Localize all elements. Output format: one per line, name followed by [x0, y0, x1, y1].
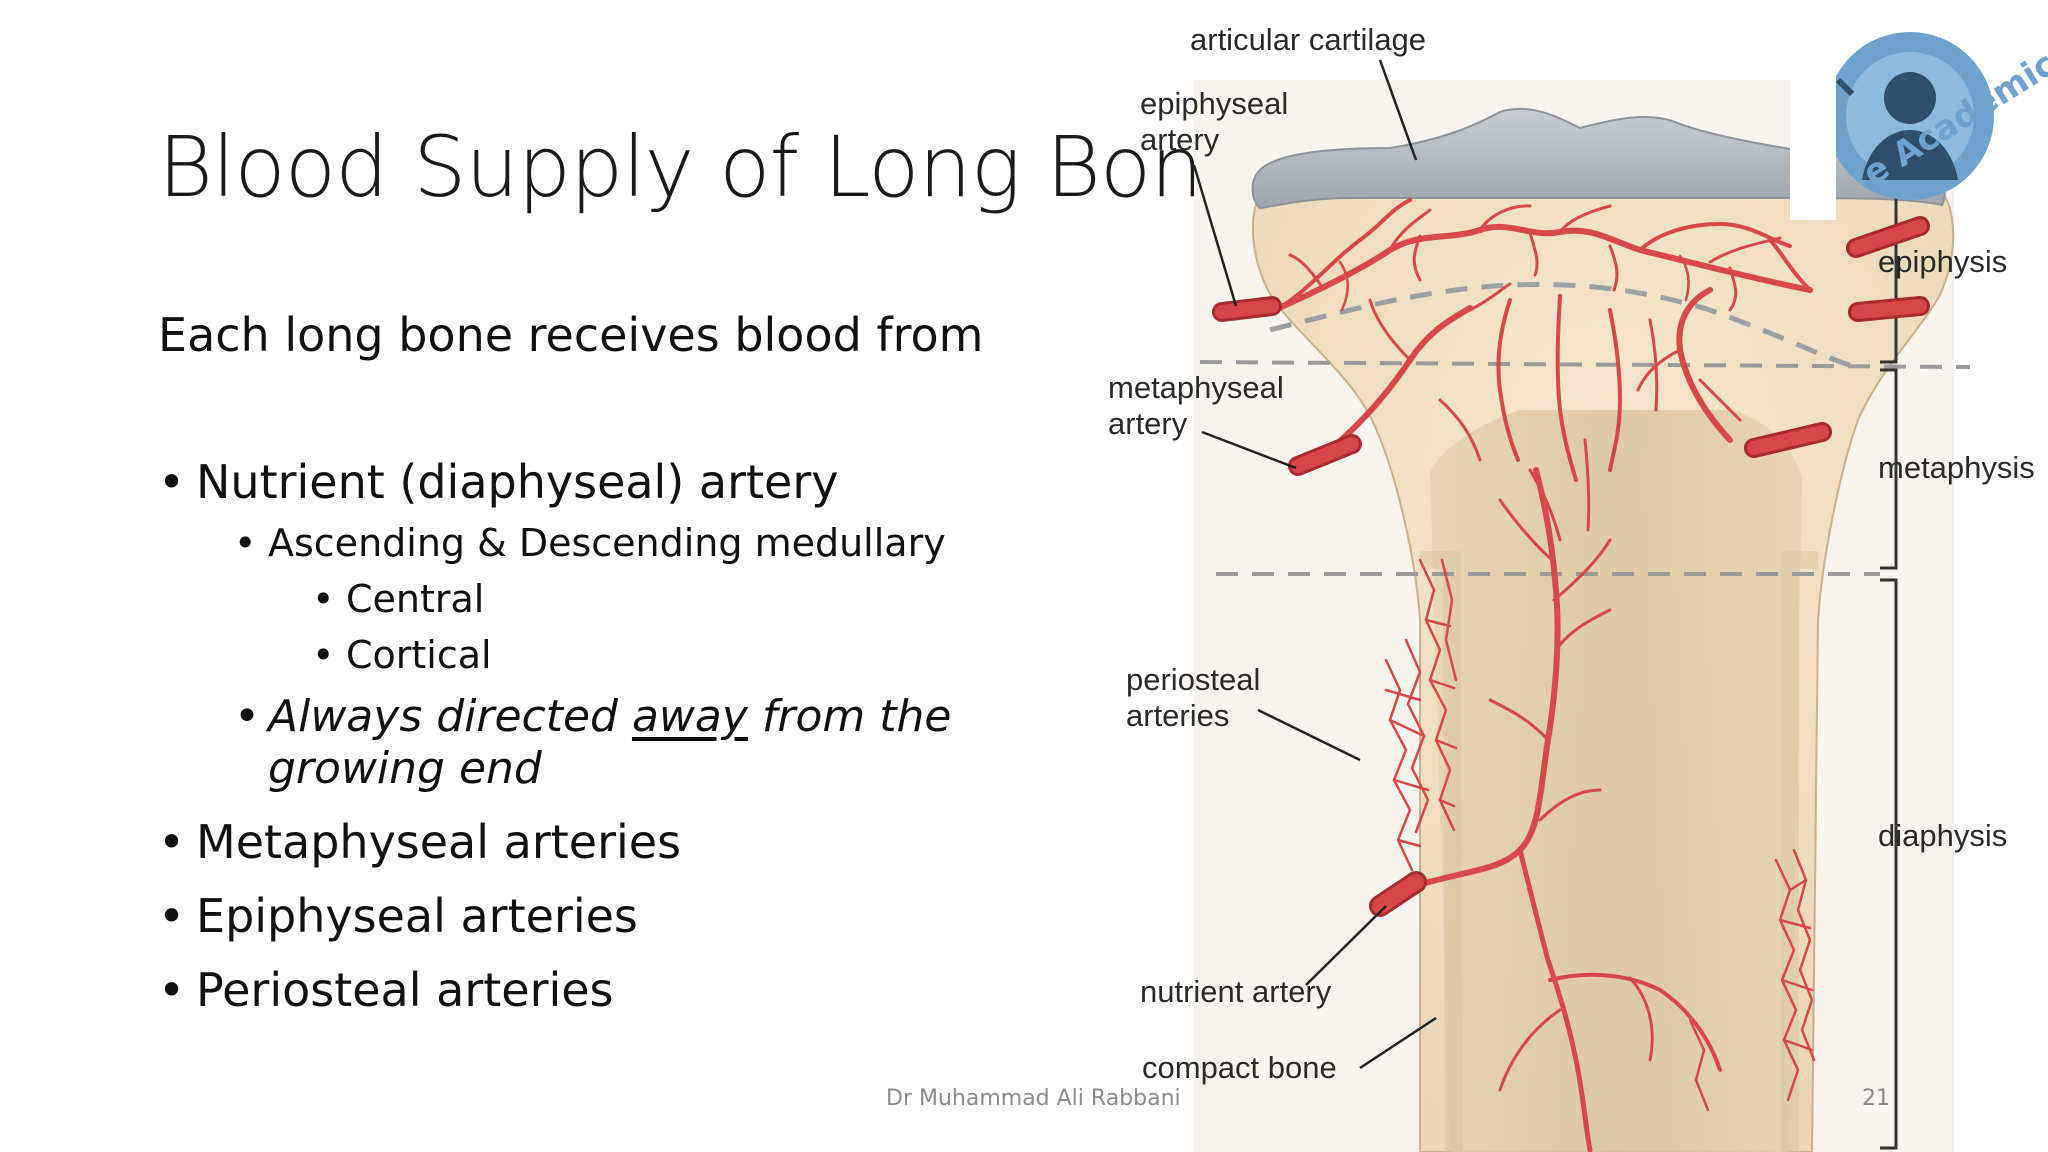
epiphyseal-vessels [1267, 198, 1813, 315]
nutrient-artery-vessels [1415, 467, 1722, 1152]
bullet-ascending-descending: • Ascending & Descending medullary [234, 521, 946, 565]
bullet-text: Periosteal arteries [196, 963, 614, 1017]
bullet-text: Ascending & Descending medullary [268, 521, 946, 565]
bracket-metaphysis [1880, 368, 1898, 570]
periosteal-network-right [1688, 848, 1816, 1112]
bullet-text-part3: growing end [268, 743, 542, 794]
label-articular-cartilage: articular cartilage [1190, 22, 1427, 57]
bullet-epiphyseal-arteries: • Epiphyseal arteries [158, 889, 638, 943]
metaphyseal-vessels [1329, 282, 1742, 542]
bone-illustration [1192, 59, 1971, 1152]
leader-periosteal-arteries [1257, 708, 1361, 762]
articular-cartilage [1251, 107, 1946, 210]
label-compact-bone: compact bone [1142, 1050, 1337, 1085]
leader-epiphyseal-artery [1192, 164, 1238, 307]
label-nutrient-artery: nutrient artery [1140, 974, 1332, 1009]
leader-metaphyseal-artery [1201, 430, 1297, 470]
bullet-text: Nutrient (diaphyseal) artery [196, 455, 839, 509]
epiphyseal-line [1269, 281, 1851, 368]
label-metaphysis: metaphysis [1878, 450, 2035, 485]
bullet-always-directed-line2: growing end [268, 743, 542, 794]
bullet-glyph: • [234, 691, 260, 742]
footer-author: Dr Muhammad Ali Rabbani [886, 1086, 1181, 1111]
bullet-nutrient-artery: • Nutrient (diaphyseal) artery [158, 455, 838, 509]
periosteal-network-left [1384, 558, 1458, 872]
bullet-text: Epiphyseal arteries [196, 889, 638, 943]
bullet-glyph: • [158, 455, 186, 509]
bullet-text: Metaphyseal arteries [196, 815, 682, 869]
bullet-metaphyseal-arteries: • Metaphyseal arteries [158, 815, 681, 869]
leader-nutrient-artery [1305, 905, 1387, 986]
page-number: 21 [1862, 1086, 1890, 1111]
intro-text: Each long bone receives blood from [158, 308, 984, 362]
label-epiphysis: epiphysis [1878, 244, 2008, 279]
bullet-text: Central [346, 577, 485, 621]
logo-emblem [1790, 20, 1994, 220]
label-periosteal-arteries-line2: arteries [1126, 698, 1230, 733]
bullet-text-part1: Always directed [268, 691, 632, 742]
label-periosteal-arteries-line1: periosteal [1126, 662, 1261, 697]
brand-logo: e Academics [1790, 20, 2048, 220]
artery-stubs [1212, 216, 1930, 917]
bullet-always-directed: • Always directed away from the [234, 691, 951, 742]
label-metaphyseal-artery-line2: artery [1108, 406, 1188, 441]
label-epiphyseal-artery-line1: epiphyseal [1140, 86, 1289, 121]
bullet-text-part2: from the [747, 691, 952, 742]
leader-compact-bone [1359, 1016, 1437, 1070]
separator-epiphysis-metaphysis [1199, 360, 1971, 369]
bullet-central: • Central [312, 577, 484, 621]
medullary-cavity [1430, 410, 1802, 1152]
bullet-glyph: • [158, 889, 186, 943]
slide-title: Blood Supply of Long Bone [158, 118, 1254, 216]
bullet-text-away: away [631, 691, 748, 742]
bullet-periosteal-arteries: • Periosteal arteries [158, 963, 614, 1017]
bullet-cortical: • Cortical [312, 633, 492, 677]
long-bone-diagram: articular cartilage epiphyseal artery me… [1090, 0, 2048, 1152]
label-diaphysis: diaphysis [1878, 818, 2008, 853]
bullet-glyph: • [234, 521, 257, 565]
leader-articular-cartilage [1378, 59, 1418, 161]
compact-bone-wall-left [1420, 551, 1463, 1152]
label-metaphyseal-artery-line1: metaphyseal [1108, 370, 1284, 405]
compact-bone-wall-right [1781, 551, 1818, 1152]
bullet-glyph: • [312, 577, 335, 621]
bullet-glyph: • [158, 815, 186, 869]
leader-lines [1192, 59, 1437, 1070]
bullet-glyph: • [158, 963, 186, 1017]
bullet-glyph: • [312, 633, 335, 677]
label-epiphyseal-artery-line2: artery [1140, 122, 1220, 157]
bracket-diaphysis [1880, 578, 1898, 1150]
bullet-text: Cortical [346, 633, 492, 677]
